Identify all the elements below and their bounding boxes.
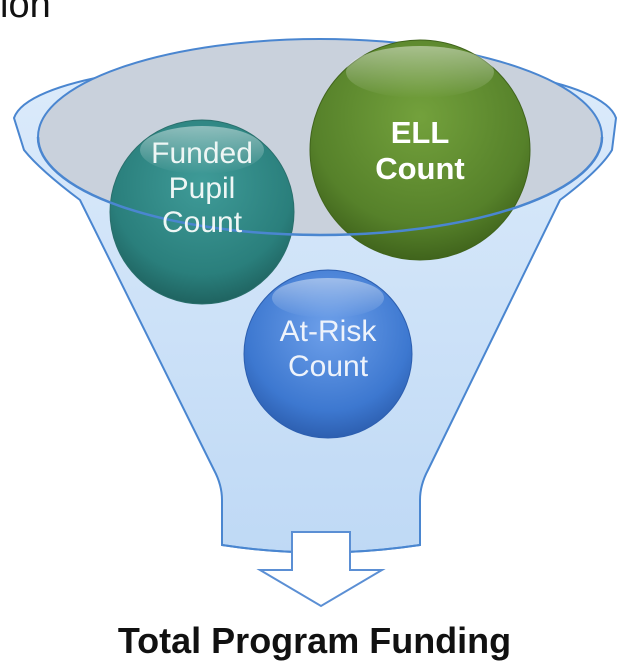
ell-count-circle — [309, 39, 531, 261]
partial-title: ion — [0, 0, 51, 26]
funded-pupil-count-circle — [109, 119, 295, 305]
funded-pupil-count-label: Funded Pupil Count — [151, 137, 253, 239]
at-risk-count-label: At-Risk Count — [279, 315, 377, 383]
ell-count-label: ELL Count — [375, 115, 465, 186]
total-program-funding-label: Total Program Funding — [117, 620, 512, 661]
down-arrow-icon — [256, 531, 386, 608]
funnel-rim-front — [36, 136, 604, 237]
at-risk-count-circle — [243, 269, 413, 439]
